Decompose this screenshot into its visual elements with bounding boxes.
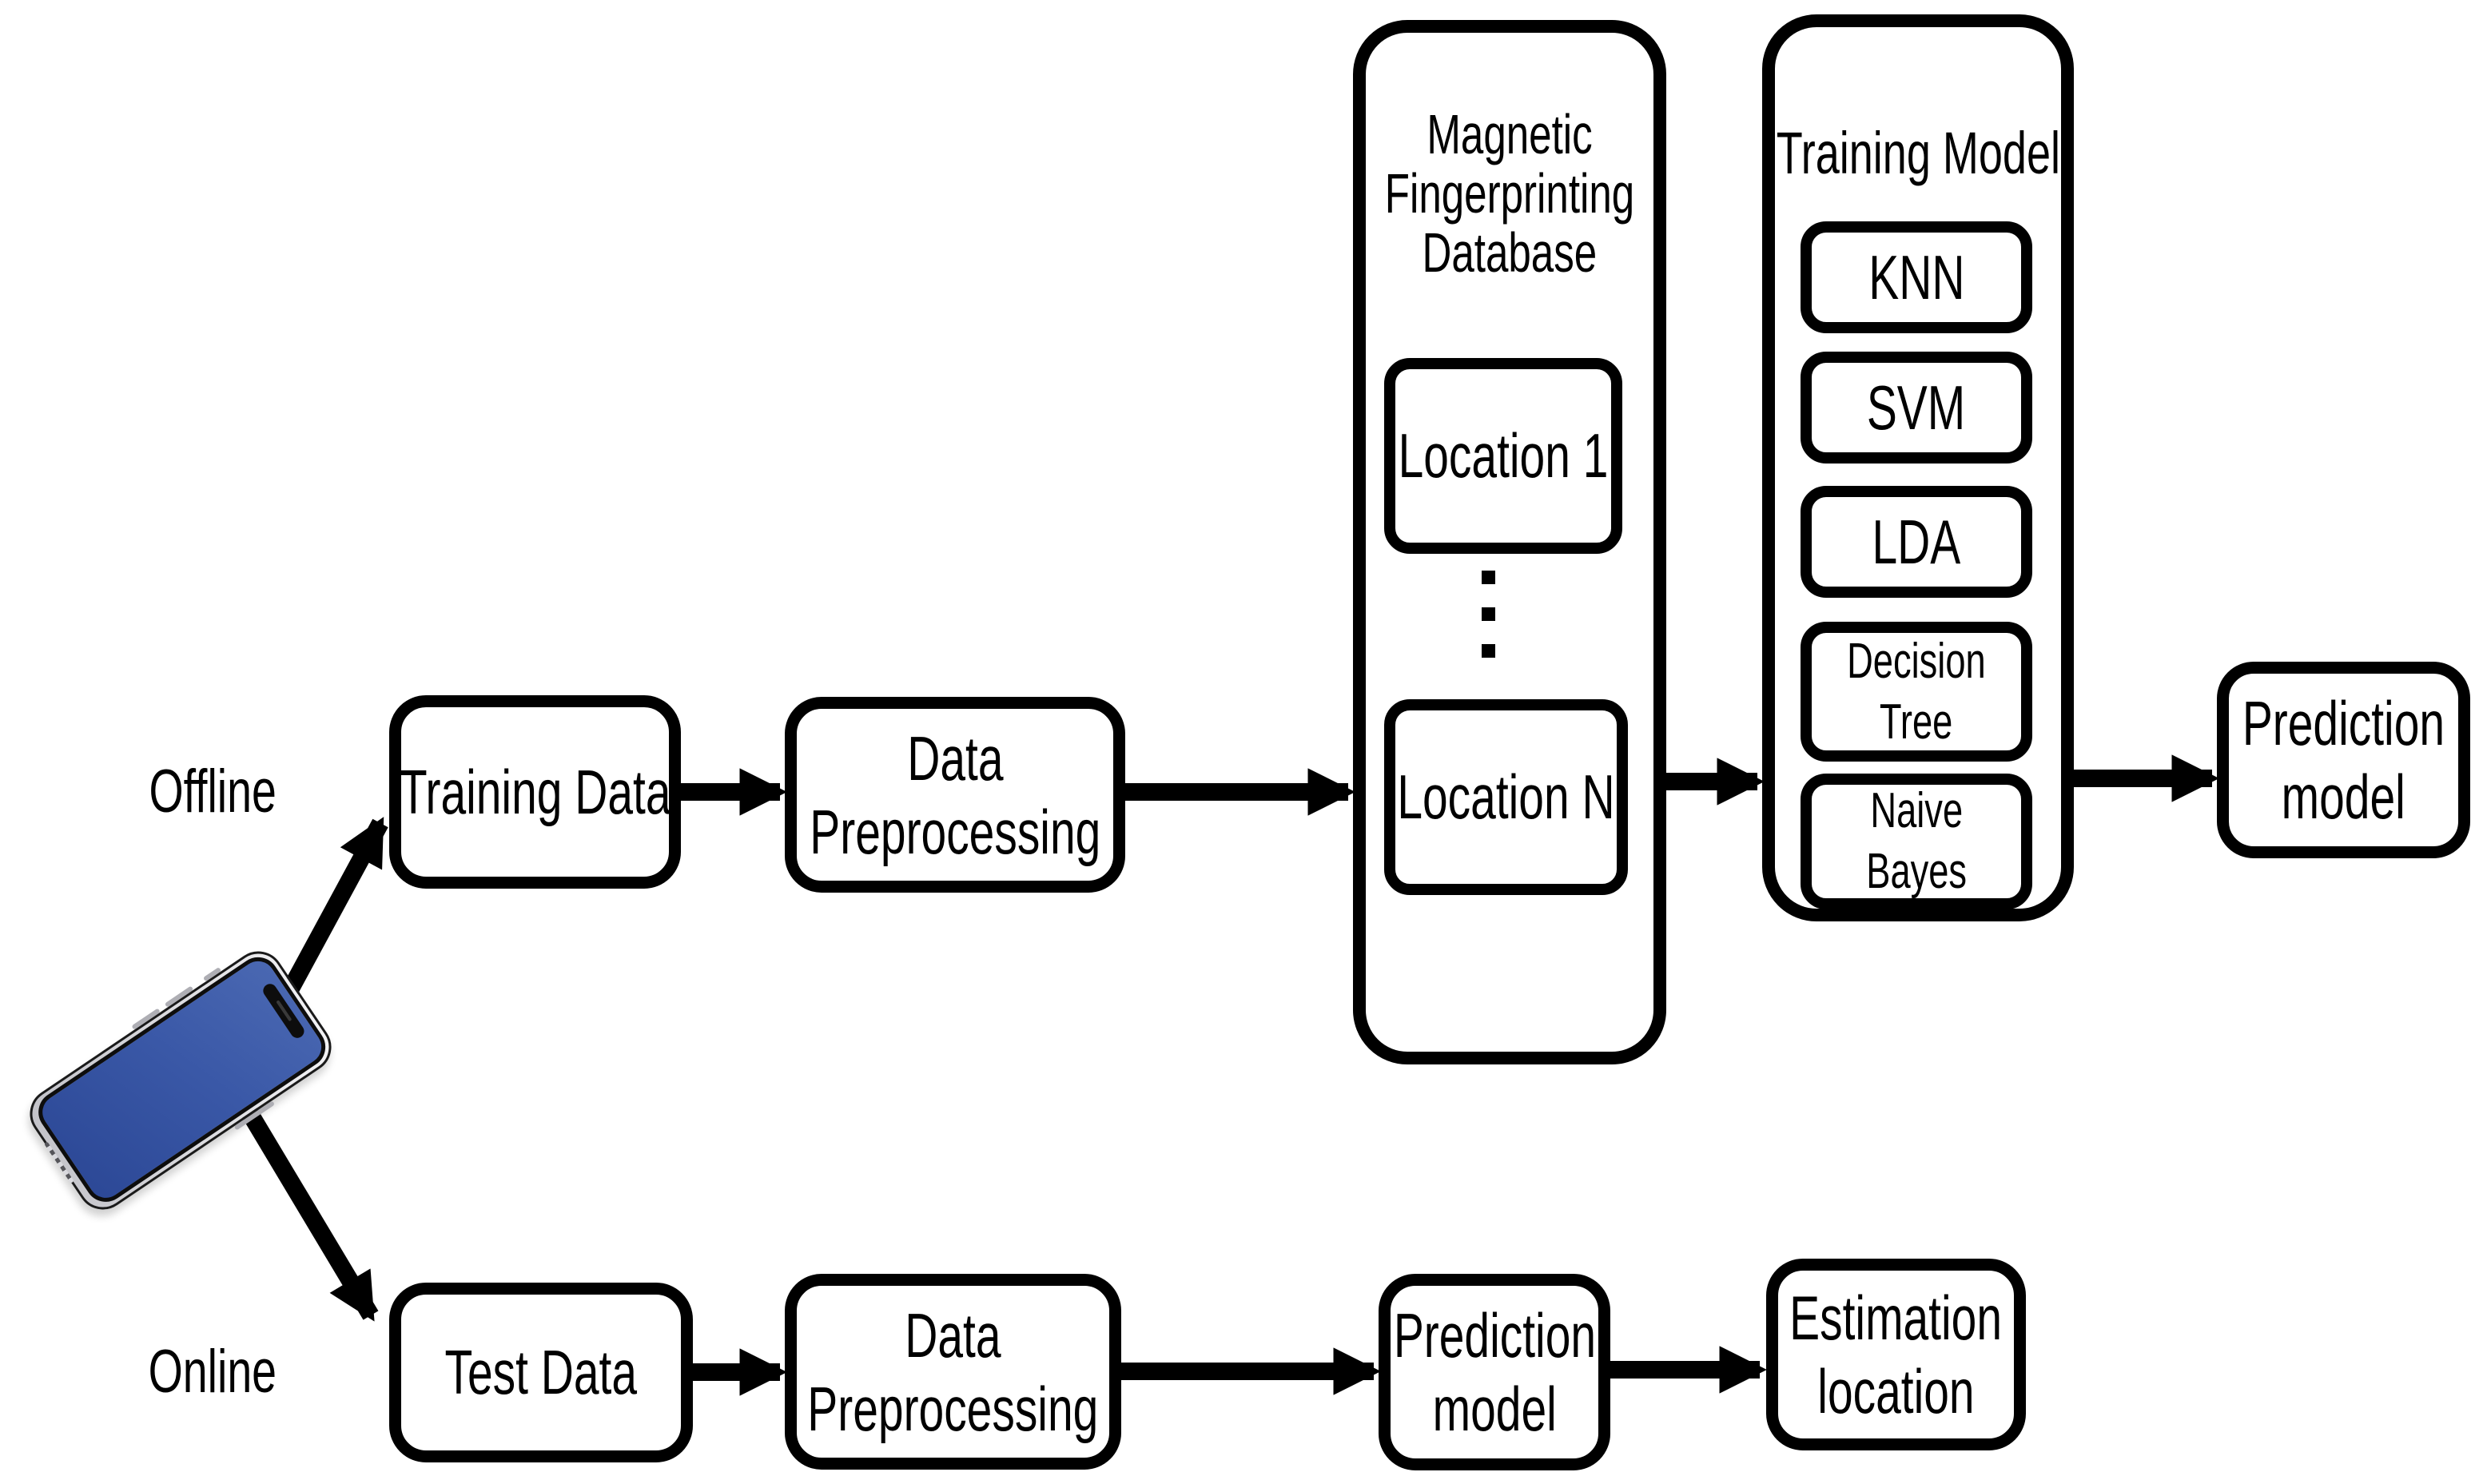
- database-title: Magnetic Fingerprinting Database: [1366, 105, 1653, 282]
- offline-phase-text: Offline: [149, 757, 277, 826]
- data-preprocessing-online-line2: Preprocessing: [807, 1373, 1099, 1444]
- ellipsis-dot: [1482, 607, 1495, 621]
- lda-label: LDA: [1872, 506, 1961, 577]
- training-model-title-text: Training Model: [1776, 120, 2060, 186]
- estimation-location-line1: Estimation: [1789, 1283, 2003, 1353]
- prediction-model-offline-line1: Prediction: [2242, 688, 2445, 758]
- decision-tree-line1: Decision: [1847, 633, 1986, 689]
- data-preprocessing-offline-line1: Data: [906, 722, 1004, 794]
- naive-bayes-line1: Naive: [1870, 783, 1963, 838]
- offline-phase-label: Offline: [69, 757, 356, 826]
- online-phase-label: Online: [69, 1337, 356, 1406]
- knn-box: KNN: [1801, 221, 2032, 333]
- estimation-location-box: Estimation location: [1766, 1259, 2026, 1450]
- training-model-title: Training Model: [1775, 121, 2061, 185]
- svm-label: SVM: [1867, 372, 1966, 443]
- training-data-box: Training Data: [389, 695, 681, 889]
- decision-tree-box: Decision Tree: [1801, 622, 2032, 762]
- data-preprocessing-offline-box: Data Preprocessing: [785, 697, 1125, 893]
- arrow-phone-to-test-data: [232, 1092, 379, 1322]
- prediction-model-online-line2: model: [1432, 1374, 1557, 1444]
- training-model-box: Training Model: [1762, 14, 2074, 921]
- test-data-box: Test Data: [389, 1283, 693, 1462]
- data-preprocessing-online-line1: Data: [905, 1299, 1001, 1371]
- location-n-label: Location N: [1397, 762, 1615, 832]
- naive-bayes-box: Naive Bayes: [1801, 774, 2032, 909]
- data-preprocessing-offline-line2: Preprocessing: [810, 796, 1100, 867]
- training-data-label: Training Data: [399, 756, 671, 827]
- database-title-line2: Fingerprinting: [1384, 162, 1635, 225]
- prediction-model-online-box: Prediction model: [1379, 1274, 1610, 1470]
- prediction-model-offline-box: Prediction model: [2217, 662, 2470, 858]
- data-preprocessing-online-box: Data Preprocessing: [785, 1274, 1121, 1470]
- svm-box: SVM: [1801, 352, 2032, 464]
- online-phase-text: Online: [148, 1337, 277, 1406]
- location-1-box: Location 1: [1384, 358, 1622, 554]
- vertical-ellipsis-icon: [1482, 571, 1495, 681]
- decision-tree-line2: Tree: [1880, 694, 1953, 750]
- naive-bayes-line2: Bayes: [1866, 844, 1967, 899]
- database-title-line1: Magnetic: [1427, 103, 1593, 165]
- prediction-model-online-line1: Prediction: [1393, 1300, 1596, 1371]
- test-data-label: Test Data: [444, 1337, 638, 1407]
- location-n-box: Location N: [1384, 699, 1628, 895]
- knn-label: KNN: [1868, 241, 1965, 312]
- database-title-line3: Database: [1422, 221, 1598, 284]
- ellipsis-dot: [1482, 644, 1495, 658]
- lda-box: LDA: [1801, 486, 2032, 598]
- location-1-label: Location 1: [1398, 420, 1609, 491]
- prediction-model-offline-line2: model: [2281, 762, 2406, 832]
- estimation-location-line2: location: [1817, 1356, 1975, 1426]
- ellipsis-dot: [1482, 571, 1495, 584]
